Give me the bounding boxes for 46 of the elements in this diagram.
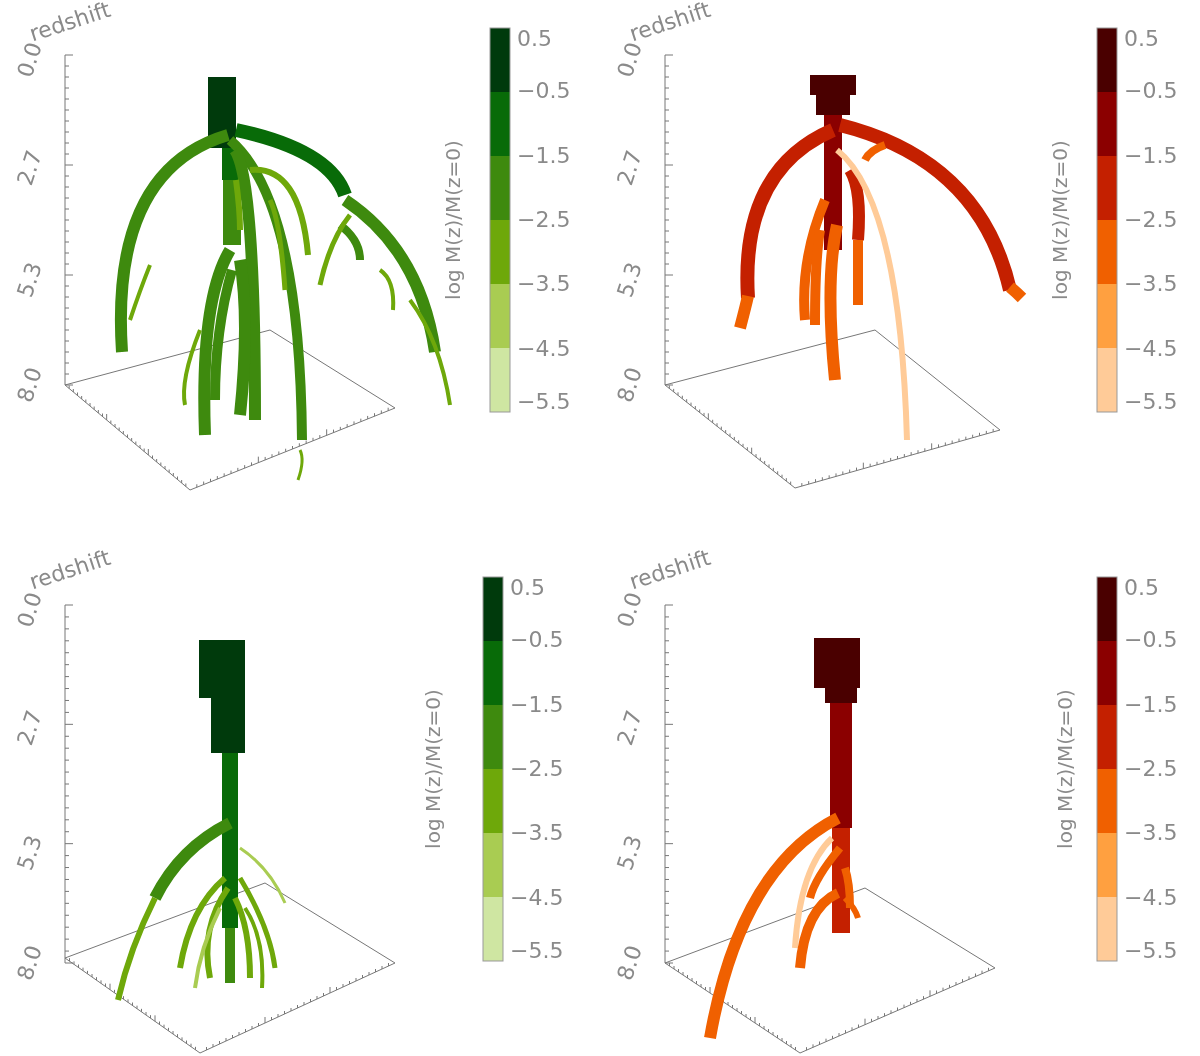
colorbar-tick-label: −5.5 xyxy=(517,391,571,413)
colorbar-tick-label: −3.5 xyxy=(510,822,564,844)
colorbar-tick-label: −1.5 xyxy=(517,145,571,167)
colorbar-tick-label: −1.5 xyxy=(1124,145,1178,167)
colorbar-tick-label: −4.5 xyxy=(1124,338,1178,360)
colorbar-tick-label: −2.5 xyxy=(517,209,571,231)
tick-label: 0.0 xyxy=(14,589,46,631)
tick-label: 5.3 xyxy=(14,832,46,874)
colorbar-tick-label: −5.5 xyxy=(510,940,564,962)
tick-label: 2.7 xyxy=(14,147,46,189)
colorbar-title: log M(z)/M(z=0) xyxy=(1050,140,1070,300)
colorbar-tick-label: −2.5 xyxy=(510,758,564,780)
colorbar-tick-label: −1.5 xyxy=(1124,694,1178,716)
colorbar-tick-label: 0.5 xyxy=(1124,577,1159,599)
colorbar-tick-label: 0.5 xyxy=(517,28,552,50)
colorbar-tick-label: −1.5 xyxy=(510,694,564,716)
tick-label: 8.0 xyxy=(14,942,46,984)
colorbar-tick-label: −0.5 xyxy=(1124,80,1178,102)
colorbar-title: log M(z)/M(z=0) xyxy=(1055,689,1075,849)
colorbar-tick-label: 0.5 xyxy=(1124,28,1159,50)
colorbar-tick-label: −0.5 xyxy=(517,80,571,102)
tick-label: 2.7 xyxy=(614,707,646,749)
colorbar-tick-label: −3.5 xyxy=(517,273,571,295)
colorbar-title: log M(z)/M(z=0) xyxy=(423,689,443,849)
tick-label: 5.3 xyxy=(14,259,46,301)
tick-label: 2.7 xyxy=(14,707,46,749)
tick-label: 8.0 xyxy=(614,942,646,984)
colorbar-tick-label: −4.5 xyxy=(517,338,571,360)
tick-label: 2.7 xyxy=(614,147,646,189)
tick-label: 8.0 xyxy=(614,364,646,406)
colorbar-tick-label: −4.5 xyxy=(510,887,564,909)
colorbar-tick-label: −3.5 xyxy=(1124,822,1178,844)
colorbar-tick-label: −0.5 xyxy=(1124,629,1178,651)
tick-label: 5.3 xyxy=(614,259,646,301)
colorbar-title: log M(z)/M(z=0) xyxy=(443,140,463,300)
colorbar-tick-label: −4.5 xyxy=(1124,887,1178,909)
colorbar-tick-label: 0.5 xyxy=(510,577,545,599)
colorbar-tick-label: −2.5 xyxy=(1124,758,1178,780)
colorbar-tick-label: −0.5 xyxy=(510,629,564,651)
tick-label: 8.0 xyxy=(14,364,46,406)
tick-label: 5.3 xyxy=(614,832,646,874)
colorbar-tick-label: −3.5 xyxy=(1124,273,1178,295)
tick-label: 0.0 xyxy=(614,589,646,631)
colorbar-tick-label: −2.5 xyxy=(1124,209,1178,231)
colorbar-tick-label: −5.5 xyxy=(1124,940,1178,962)
colorbar-tick-label: −5.5 xyxy=(1124,391,1178,413)
